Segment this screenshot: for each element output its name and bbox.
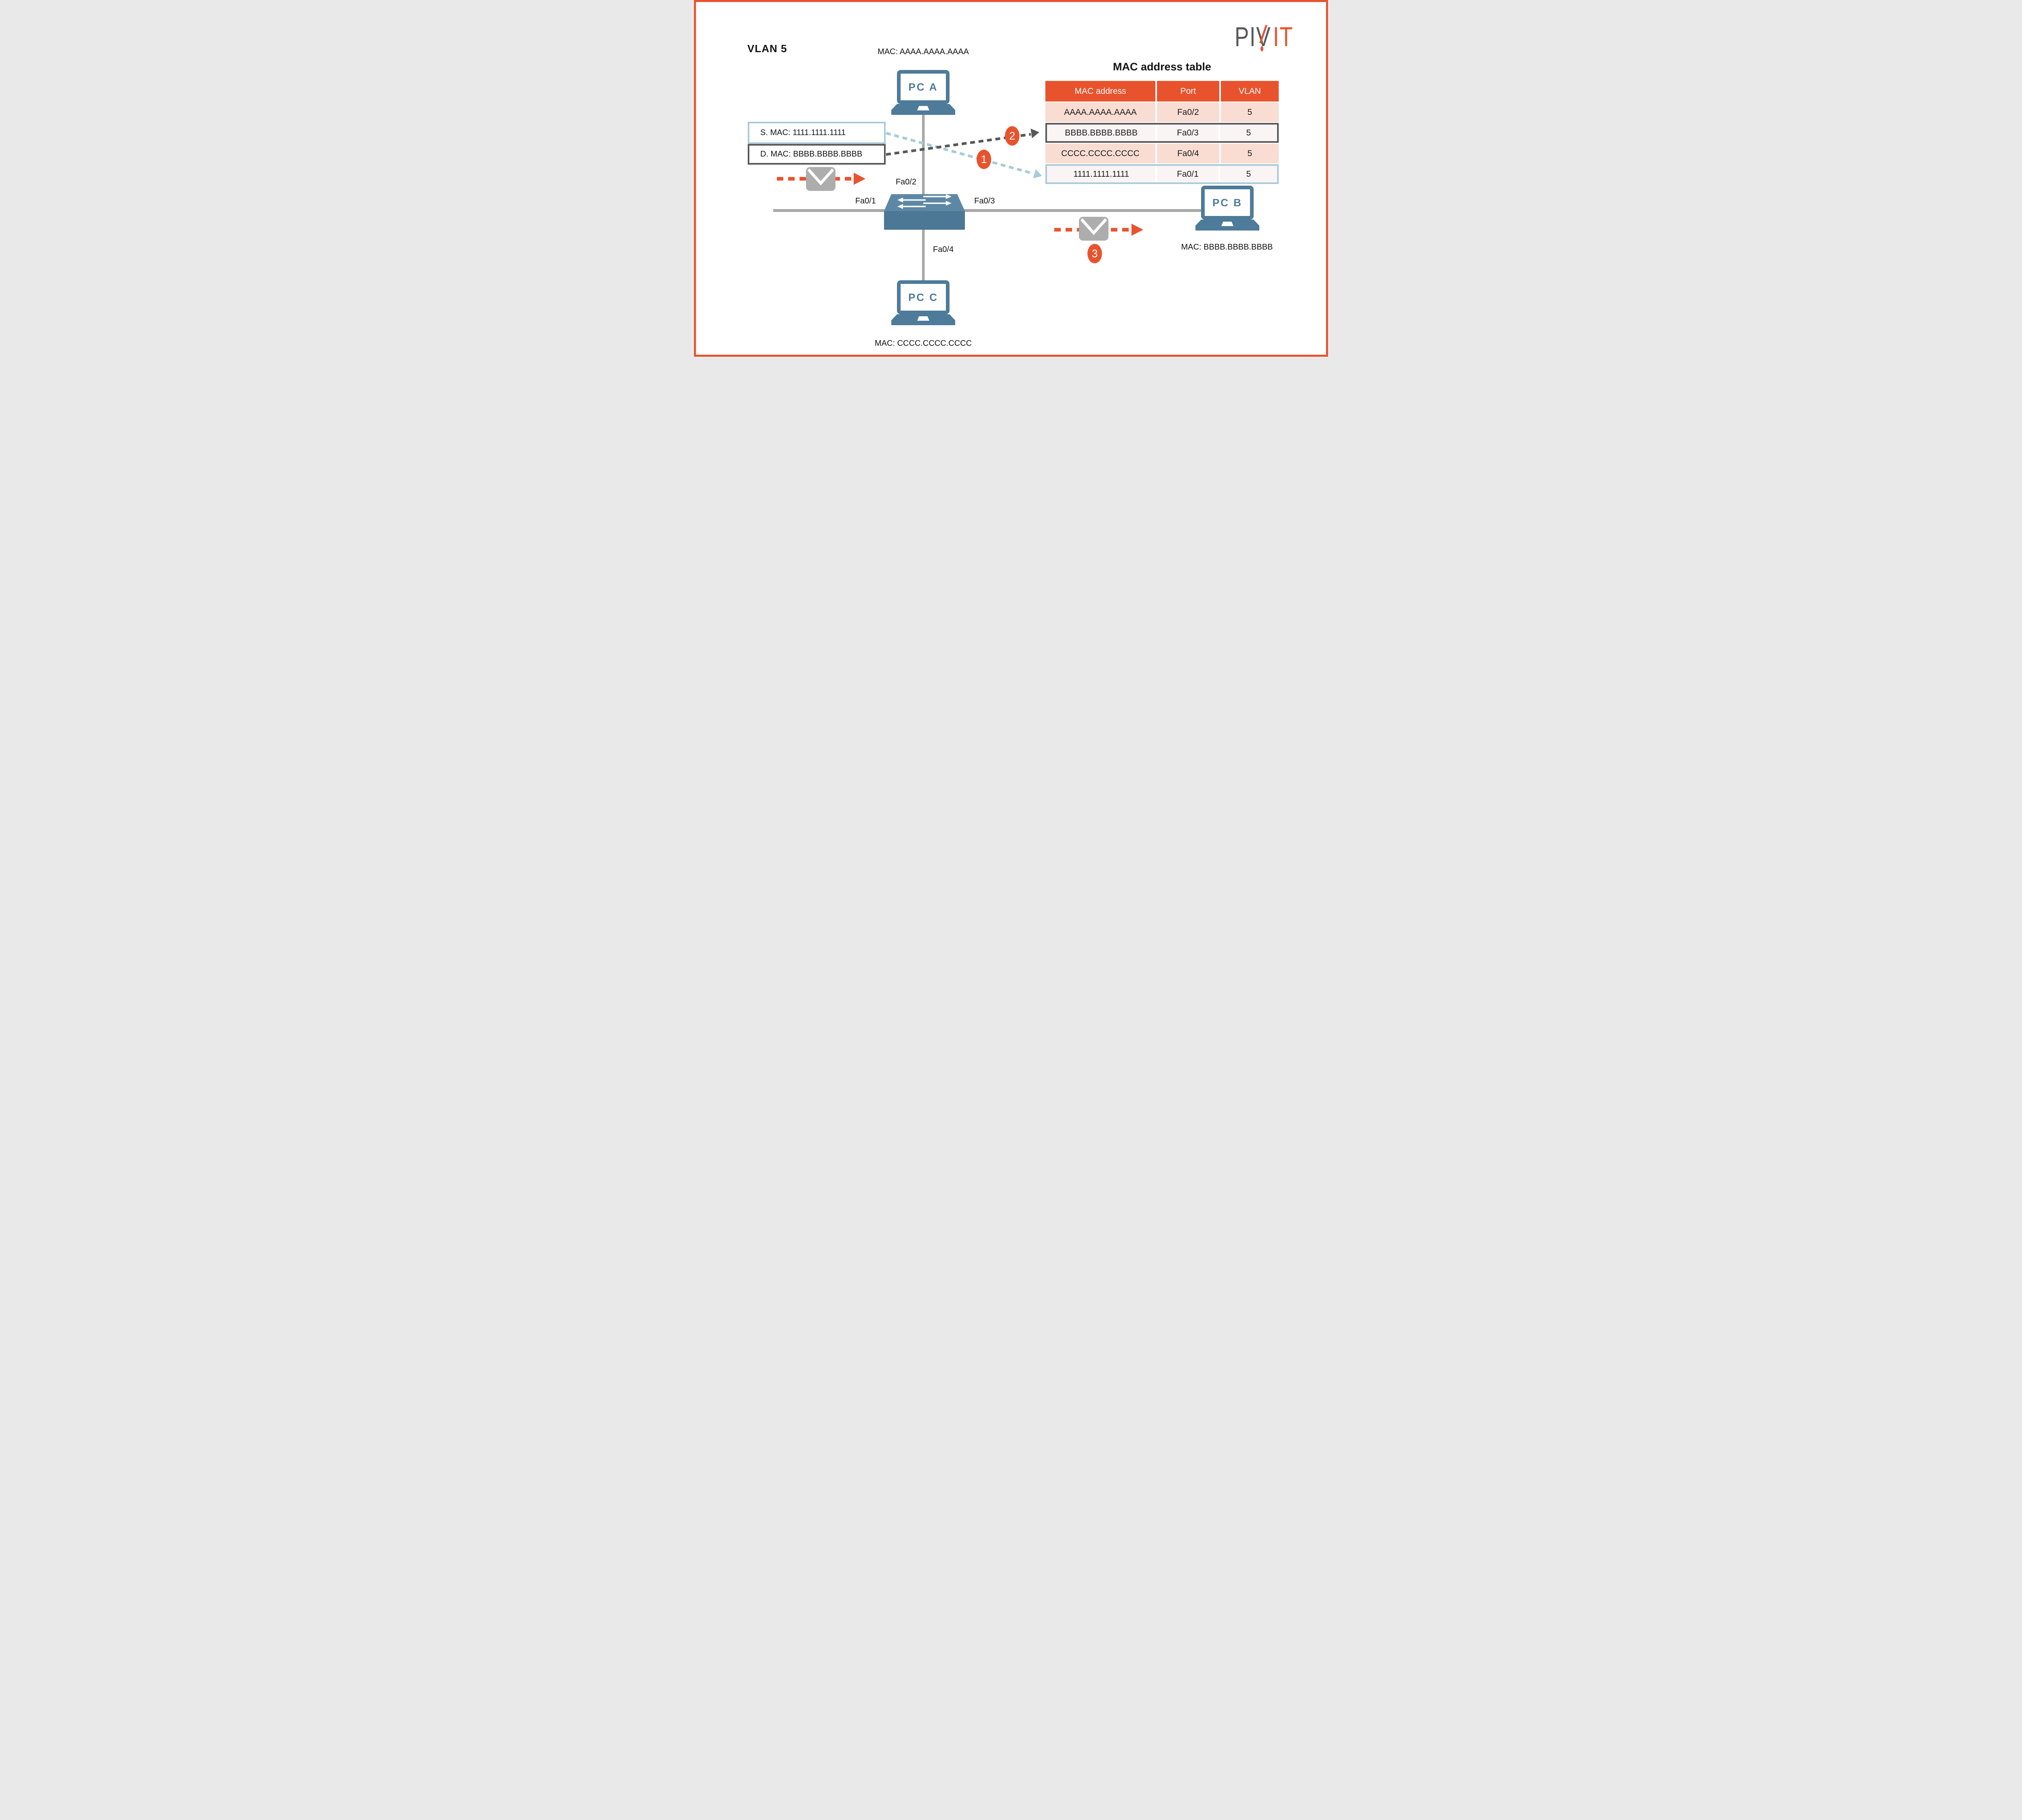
port-label-fa0-2: Fa0/2 [895, 178, 916, 186]
pc-c-icon: PC C [891, 280, 955, 325]
source-mac-box: S. MAC: 1111.1111.1111 [748, 122, 886, 144]
link-horizontal [773, 209, 1205, 212]
pc-a-label: PC A [908, 80, 938, 93]
cell-vlan: 5 [1218, 125, 1277, 141]
table-row: AAAA.AAAA.AAAA Fa0/2 5 [1045, 102, 1279, 122]
cell-mac: BBBB.BBBB.BBBB [1047, 125, 1156, 141]
switch-icon [884, 194, 965, 230]
table-row: BBBB.BBBB.BBBB Fa0/3 5 [1045, 123, 1279, 143]
cell-port: Fa0/1 [1155, 166, 1218, 182]
step-badge-2: 2 [1005, 126, 1019, 146]
cell-port: Fa0/2 [1155, 102, 1219, 122]
pc-c-base [891, 314, 955, 325]
port-label-fa0-4: Fa0/4 [933, 245, 954, 254]
pc-b-screen: PC B [1201, 186, 1254, 220]
cell-port: Fa0/4 [1155, 144, 1219, 163]
mac-address-table: MAC address Port VLAN AAAA.AAAA.AAAA Fa0… [1045, 81, 1279, 184]
pivit-logo: PIVIT [1235, 21, 1294, 52]
vlan-switching-diagram: VLAN 5 PIVIT MAC: AAAA.AAAA.AAAA PC A PC… [694, 0, 1328, 357]
pc-c-mac-caption: MAC: CCCC.CCCC.CCCC [875, 339, 972, 348]
step-badge-1: 1 [977, 150, 991, 169]
pc-a-base [891, 104, 955, 115]
source-learning-arrow [886, 131, 1042, 179]
pc-b-base [1195, 220, 1259, 231]
mac-table-title: MAC address table [1113, 61, 1212, 73]
port-label-fa0-3: Fa0/3 [974, 197, 995, 205]
vlan-label: VLAN 5 [747, 42, 787, 55]
pc-a-trackpad [917, 106, 929, 110]
cell-vlan: 5 [1219, 102, 1279, 122]
header-port: Port [1155, 81, 1219, 102]
pc-a-icon: PC A [891, 70, 955, 115]
cell-mac: AAAA.AAAA.AAAA [1045, 102, 1155, 122]
step-badge-3: 3 [1087, 244, 1102, 263]
table-row: CCCC.CCCC.CCCC Fa0/4 5 [1045, 144, 1279, 163]
port-label-fa0-1: Fa0/1 [855, 197, 876, 205]
pc-c-label: PC C [908, 291, 939, 303]
header-mac-address: MAC address [1074, 86, 1126, 96]
header-vlan: VLAN [1219, 81, 1279, 102]
pc-b-icon: PC B [1195, 186, 1259, 231]
pc-b-trackpad [1221, 222, 1233, 226]
pc-a-screen: PC A [897, 70, 950, 104]
pivit-logo-orange: IT [1273, 21, 1294, 52]
cell-mac: 1111.1111.1111 [1047, 166, 1156, 182]
pc-c-trackpad [917, 316, 929, 321]
cell-vlan: 5 [1218, 166, 1277, 182]
mac-table-header: MAC address Port VLAN [1045, 81, 1279, 102]
table-row: 1111.1111.1111 Fa0/1 5 [1045, 164, 1279, 184]
pc-c-screen: PC C [897, 280, 950, 314]
pc-b-label: PC B [1212, 196, 1243, 209]
cell-port: Fa0/3 [1155, 125, 1218, 141]
pc-a-mac-caption: MAC: AAAA.AAAA.AAAA [878, 47, 969, 56]
pivit-logo-dot [1260, 46, 1263, 51]
destination-mac-box: D. MAC: BBBB.BBBB.BBBB [748, 144, 886, 165]
envelope-icon-right [1079, 217, 1108, 241]
pc-b-mac-caption: MAC: BBBB.BBBB.BBBB [1181, 243, 1273, 252]
envelope-icon-left [806, 167, 835, 191]
cell-mac: CCCC.CCCC.CCCC [1045, 144, 1155, 163]
cell-vlan: 5 [1219, 144, 1279, 163]
